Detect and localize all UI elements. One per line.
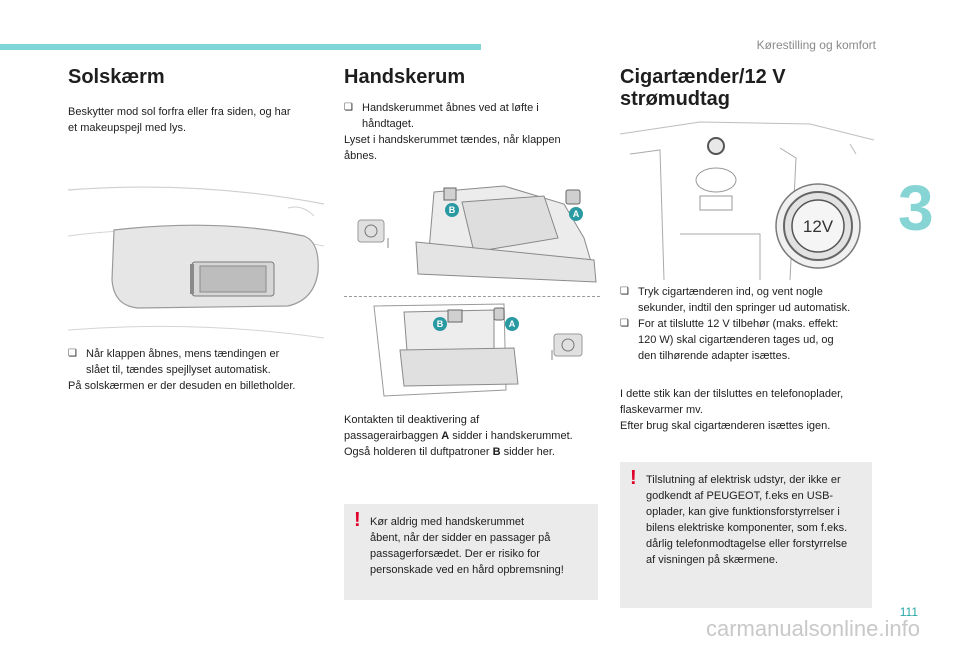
glovebox-light-text-2: åbnes. [344, 150, 378, 162]
airbag-text-1: Kontakten til deaktivering af [344, 414, 480, 426]
lighter-text-1: I dette stik kan der tilsluttes en telef… [620, 388, 844, 400]
sun-visor-details: ❏ Når klappen åbnes, mens tændingen er s… [68, 346, 324, 394]
section-title-sun-visor: Solskærm [68, 66, 165, 88]
callout-b-bottom: B [437, 319, 444, 329]
sun-visor-intro-1: Beskytter mod sol forfra eller fra siden… [68, 106, 291, 118]
column-cigar-lighter: Cigartænder/12 V strømudtag [620, 66, 874, 110]
section-title-glovebox: Handskerum [344, 66, 466, 88]
chapter-title: Kørestilling og komfort [756, 38, 876, 52]
glovebox-airbag-text: Kontakten til deaktivering af passagerai… [344, 412, 606, 460]
lighter-usage-text: I dette stik kan der tilsluttes en telef… [620, 386, 876, 434]
glovebox-warning: ! Kør aldrig med handskerummet åbent, nå… [344, 504, 598, 600]
square-bullet-icon: ❏ [620, 318, 629, 329]
callout-a-bottom: A [509, 319, 516, 329]
cigar-lighter-illustration: 12V [620, 121, 874, 280]
glovebox-bullet: ❏ Handskerummet åbnes ved at løfte i hån… [344, 102, 539, 130]
airbag-text-3: Også holderen til duftpatroner B sidder … [344, 446, 555, 458]
lighter-warning: ! Tilslutning af elektrisk udstyr, der i… [620, 462, 872, 608]
exclamation-icon: ! [354, 509, 361, 531]
column-glovebox: Handskerum ❏ Handskerummet åbnes ved at … [344, 66, 604, 164]
square-bullet-icon: ❏ [68, 348, 77, 359]
top-accent-bar [0, 44, 481, 50]
chapter-number: 3 [898, 172, 934, 244]
sun-visor-intro-2: et makeupspejl med lys. [68, 122, 186, 134]
ticket-holder-note: På solskærmen er der desuden en billetho… [68, 380, 296, 392]
sun-visor-bullet: ❏ Når klappen åbnes, mens tændingen er s… [68, 348, 280, 376]
glovebox-illustration-bottom: B A [373, 303, 583, 397]
lighter-bullets: ❏ Tryk cigartænderen ind, og vent nogle … [620, 284, 876, 364]
callout-a-top: A [573, 209, 580, 219]
glovebox-light-text-1: Lyset i handskerummet tændes, når klappe… [344, 134, 561, 146]
callout-b-top: B [449, 205, 456, 215]
section-title-lighter-2: strømudtag [620, 88, 730, 110]
glovebox-illustration-top: B A [357, 185, 597, 283]
watermark: carmanualsonline.info [705, 616, 920, 641]
divider-dashed [344, 296, 600, 297]
lighter-text-2: flaskevarmer mv. [620, 404, 703, 416]
lighter-text-3: Efter brug skal cigartænderen isættes ig… [620, 420, 831, 432]
square-bullet-icon: ❏ [620, 286, 629, 297]
lighter-bullet-1: ❏ Tryk cigartænderen ind, og vent nogle … [620, 286, 851, 314]
socket-12v-label: 12V [803, 217, 834, 236]
exclamation-icon: ! [630, 467, 637, 489]
page-number: 111 [899, 605, 918, 619]
sun-visor-illustration [68, 186, 324, 339]
section-title-lighter-1: Cigartænder/12 V [620, 66, 786, 88]
airbag-text-2: passagerairbaggen A sidder i handskerumm… [344, 430, 573, 442]
chapter-tab: 3 [876, 158, 960, 258]
square-bullet-icon: ❏ [344, 102, 353, 113]
lighter-bullet-2: ❏ For at tilslutte 12 V tilbehør (maks. … [620, 318, 839, 362]
column-sun-visor: Solskærm Beskytter mod sol forfra eller … [68, 66, 324, 136]
